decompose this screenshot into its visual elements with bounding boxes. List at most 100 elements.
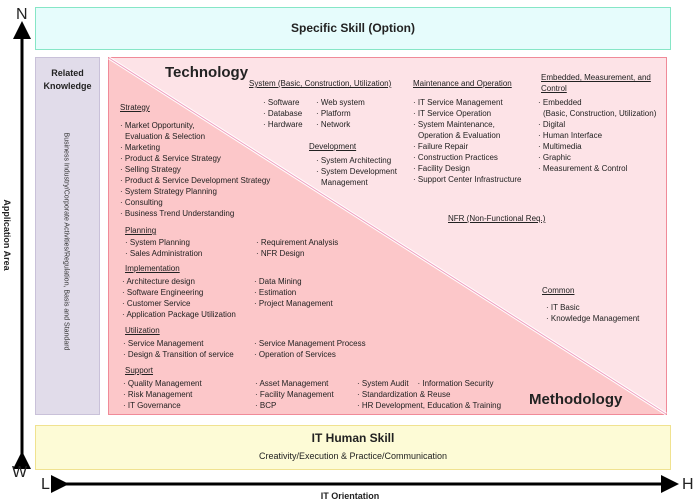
list-item: Asset Management xyxy=(255,378,334,389)
list-item: Platform xyxy=(316,108,365,119)
list-item: Human Interface xyxy=(538,130,656,141)
list-item: Facility Management xyxy=(255,389,334,400)
related-knowledge-body: Business Industry/Corporate Activities/R… xyxy=(62,132,70,351)
implementation-list-1: Architecture design Software Engineering… xyxy=(122,276,236,320)
common-list: IT Basic Knowledge Management xyxy=(546,302,640,324)
utilization-list-1: Service Management Design & Transition o… xyxy=(123,338,234,360)
planning-heading: Planning xyxy=(125,226,157,235)
list-item: Database xyxy=(263,108,303,119)
list-item: Measurement & Control xyxy=(538,163,656,174)
list-item: HR Development, Education & Training xyxy=(357,400,501,411)
list-item: Construction Practices xyxy=(413,152,522,163)
it-orientation-label: IT Orientation xyxy=(320,491,380,501)
list-item: Network xyxy=(316,119,365,130)
planning-list-2: Requirement Analysis NFR Design xyxy=(256,237,338,259)
strategy-list: Market Opportunity, Evaluation & Selecti… xyxy=(120,120,270,219)
list-item: Selling Strategy xyxy=(120,164,270,175)
list-item: System Architecting xyxy=(316,155,397,166)
list-item: Operation & Evaluation xyxy=(418,131,501,140)
list-item: Product & Service Strategy xyxy=(120,153,270,164)
list-item: Customer Service xyxy=(122,298,236,309)
axis-top-label: N xyxy=(16,6,28,23)
list-item: Project Management xyxy=(254,298,333,309)
list-item: Failure Repair xyxy=(413,141,522,152)
list-item: System Development xyxy=(316,166,397,177)
list-item: Business Trend Understanding xyxy=(120,208,270,219)
axis-right-label: H xyxy=(682,476,694,493)
list-item: Web system xyxy=(316,97,365,108)
planning-list-1: System Planning Sales Administration xyxy=(125,237,202,259)
list-item: System Strategy Planning xyxy=(120,186,270,197)
list-item: Hardware xyxy=(263,119,303,130)
development-list: System Architecting System Development M… xyxy=(316,155,397,188)
development-heading: Development xyxy=(309,142,357,151)
list-item: System Maintenance, xyxy=(413,119,522,130)
related-knowledge-title: Related Knowledge xyxy=(43,68,92,91)
system-list-1: Software Database Hardware xyxy=(263,97,303,130)
system-audit-text: System Audit xyxy=(361,379,409,388)
list-item: Standardization & Reuse xyxy=(357,389,501,400)
list-item: Data Mining xyxy=(254,276,333,287)
system-heading: System (Basic, Construction, Utilization… xyxy=(249,79,392,88)
information-security-text: Information Security xyxy=(422,379,494,388)
list-item: System Audit · Information Security xyxy=(357,378,501,389)
list-item: Service Management Process xyxy=(254,338,366,349)
system-list-2: Web system Platform Network xyxy=(316,97,365,130)
list-item: Requirement Analysis xyxy=(256,237,338,248)
list-item: Knowledge Management xyxy=(546,313,640,324)
axis-bottom-label: W xyxy=(12,464,28,481)
support-list-1: Quality Management Risk Management IT Go… xyxy=(123,378,202,411)
list-item: Service Management xyxy=(123,338,234,349)
related-knowledge-box: Related Knowledge Business Industry/Corp… xyxy=(35,57,100,415)
list-item: Marketing xyxy=(120,142,270,153)
list-item: Facility Design xyxy=(413,163,522,174)
list-item: Embedded xyxy=(538,97,656,108)
list-item: Estimation xyxy=(254,287,333,298)
list-item: Operation of Services xyxy=(254,349,366,360)
utilization-heading: Utilization xyxy=(125,326,160,335)
methodology-title: Methodology xyxy=(529,391,623,408)
list-item: Design & Transition of service xyxy=(123,349,234,360)
list-item: Support Center Infrastructure xyxy=(413,174,522,185)
support-list-3: System Audit · Information Security Stan… xyxy=(357,378,501,411)
support-heading: Support xyxy=(125,366,154,375)
list-item: IT Governance xyxy=(123,400,202,411)
list-item: Sales Administration xyxy=(125,248,202,259)
list-item: NFR Design xyxy=(256,248,338,259)
list-item: Consulting xyxy=(120,197,270,208)
embedded-list: Embedded (Basic, Construction, Utilizati… xyxy=(538,97,656,174)
utilization-list-2: Service Management Process Operation of … xyxy=(254,338,366,360)
list-item: BCP xyxy=(255,400,334,411)
list-item: Graphic xyxy=(538,152,656,163)
list-item: Quality Management xyxy=(123,378,202,389)
list-item: Software Engineering xyxy=(122,287,236,298)
implementation-list-2: Data Mining Estimation Project Managemen… xyxy=(254,276,333,309)
list-item: Evaluation & Selection xyxy=(125,132,206,141)
maintenance-list: IT Service Management IT Service Operati… xyxy=(413,97,522,185)
embedded-heading-line1: Embedded, Measurement, and xyxy=(541,73,651,82)
embedded-heading-line2: Control xyxy=(541,84,567,93)
technology-title: Technology xyxy=(165,64,249,81)
implementation-heading: Implementation xyxy=(125,264,180,273)
list-item: IT Service Operation xyxy=(413,108,522,119)
embedded-heading: Embedded, Measurement, and Control xyxy=(541,72,651,94)
nfr-heading: NFR (Non-Functional Req.) xyxy=(448,214,546,223)
it-human-skill-box: IT Human Skill Creativity/Execution & Pr… xyxy=(35,425,671,470)
strategy-heading: Strategy xyxy=(120,103,150,112)
list-item: (Basic, Construction, Utilization) xyxy=(543,109,657,118)
list-item: IT Basic xyxy=(546,302,639,313)
list-item: System Planning xyxy=(125,237,202,248)
specific-skill-box: Specific Skill (Option) xyxy=(35,7,671,50)
list-item: Architecture design xyxy=(122,276,236,287)
it-human-skill-subtitle: Creativity/Execution & Practice/Communic… xyxy=(258,451,448,461)
support-list-2: Asset Management Facility Management BCP xyxy=(255,378,334,411)
it-human-skill-title: IT Human Skill xyxy=(311,431,395,445)
specific-skill-title: Specific Skill (Option) xyxy=(290,21,415,35)
list-item: IT Service Management xyxy=(413,97,522,108)
axis-left-label: L xyxy=(41,476,50,493)
application-area-label: Application Area xyxy=(2,199,12,271)
common-heading: Common xyxy=(542,286,575,295)
list-item: Risk Management xyxy=(123,389,202,400)
list-item: Market Opportunity, xyxy=(120,120,270,131)
list-item: Management xyxy=(321,178,368,187)
